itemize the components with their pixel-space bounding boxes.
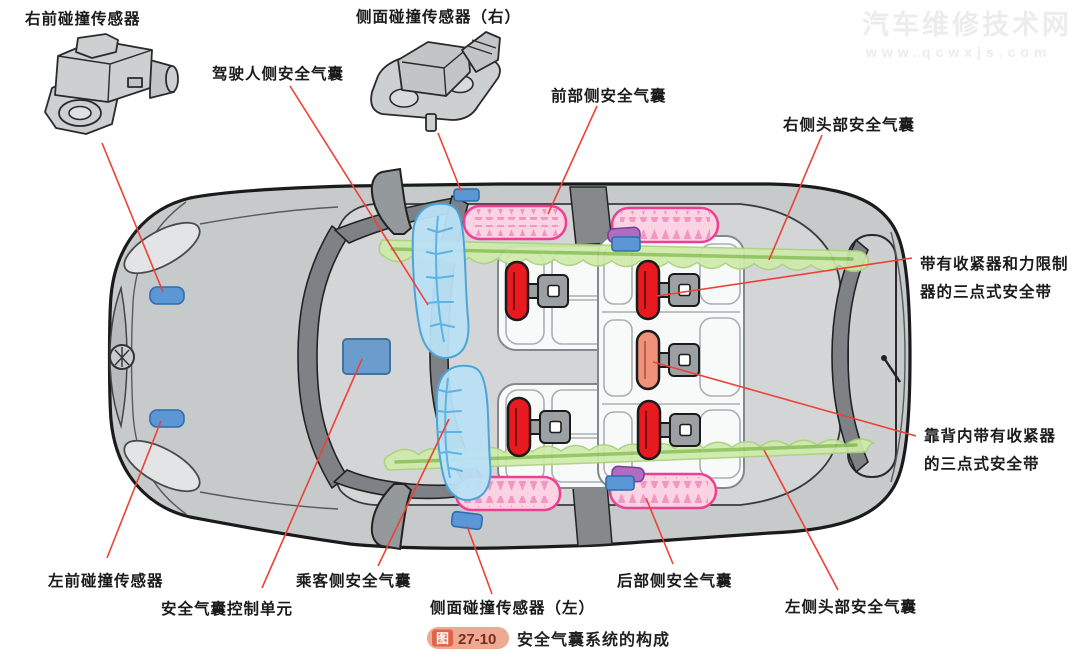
rear-left-seat-belt	[636, 399, 701, 461]
passenger-front-airbag	[435, 364, 492, 501]
driver-seat-belt	[504, 260, 569, 322]
label-rear-side-airbag: 后部侧安全气囊	[617, 571, 733, 590]
leader-passenger-airbag	[377, 418, 450, 567]
rear-spoiler-line	[890, 231, 906, 483]
rear-right-pillar-sensor	[611, 236, 641, 252]
leader-side-sensor-left	[466, 525, 493, 595]
label-driver-airbag: 驾驶人侧安全气囊	[212, 64, 344, 83]
side-crash-sensor-left	[450, 510, 484, 531]
label-airbag-control-unit: 安全气囊控制单元	[161, 599, 293, 618]
right-curtain-tube	[390, 247, 854, 261]
label-side-crash-sensor-right: 侧面碰撞传感器（右）	[356, 7, 521, 26]
watermark-site-name: 汽车维修技术网	[862, 9, 1072, 40]
car-sensors	[149, 188, 484, 531]
diagram-labels: 右前碰撞传感器 侧面碰撞传感器（右） 驾驶人侧安全气囊 前部侧安全气囊 右侧头部…	[25, 7, 1069, 618]
figure-badge-tile	[432, 629, 453, 647]
headlight-right	[123, 221, 201, 275]
b-pillar-top	[569, 186, 613, 246]
rear-left-pillar-sensor	[605, 475, 635, 491]
label-belt-pretensioner-line1: 带有收紧器和力限制	[920, 254, 1069, 273]
hood-crease-bottom	[199, 491, 339, 510]
passenger-seat-belt	[506, 396, 571, 458]
label-belt-backrest-line2: 的三点式安全带	[924, 454, 1040, 473]
rear-wiper-arm	[883, 357, 901, 383]
leader-belt-backrest	[652, 361, 917, 437]
front-airbags	[411, 202, 492, 501]
label-side-crash-sensor-left: 侧面碰撞传感器（左）	[430, 598, 595, 617]
rear-window-band	[831, 239, 869, 473]
leader-left-head-airbag	[763, 449, 839, 591]
watermark-url: www.qcwxjs.com	[865, 44, 1051, 60]
label-front-left-crash-sensor: 左前碰撞传感器	[47, 571, 164, 590]
leader-driver-airbag	[289, 85, 429, 306]
figure-title: 安全气囊系统的构成	[517, 630, 670, 649]
side-mirror-right	[370, 167, 413, 235]
leader-front-right-sensor	[101, 142, 164, 293]
rear-left-side-airbag	[608, 472, 718, 510]
label-passenger-airbag: 乘客侧安全气囊	[295, 571, 412, 590]
rear-right-seat-belt	[635, 259, 700, 321]
label-belt-pretensioner-line2: 器的三点式安全带	[919, 282, 1052, 301]
leader-lines	[101, 85, 917, 595]
leader-belt-pretensioner	[656, 257, 913, 297]
driver-front-airbag	[411, 202, 470, 359]
side-crash-sensor-illustration	[370, 31, 501, 132]
airbag-control-unit	[342, 338, 391, 375]
pillar-units	[605, 226, 645, 491]
leader-front-side-airbag	[547, 105, 598, 215]
leader-rear-side-airbag	[645, 497, 674, 565]
label-front-side-airbag: 前部侧安全气囊	[551, 86, 667, 105]
hood-crease-top	[199, 206, 339, 225]
label-front-right-crash-sensor: 右前碰撞传感器	[25, 9, 141, 28]
label-belt-backrest-line1: 靠背内带有收紧器	[924, 426, 1056, 445]
front-crash-sensor-illustration	[44, 33, 179, 135]
side-crash-sensor-right	[453, 188, 480, 202]
headlight-left	[123, 439, 201, 493]
watermark: 汽车维修技术网 www.qcwxjs.com	[862, 9, 1072, 60]
figure-tag: 图	[436, 631, 449, 646]
label-right-head-airbag: 右侧头部安全气囊	[783, 115, 915, 134]
front-left-crash-sensor	[149, 409, 185, 428]
front-right-crash-sensor	[149, 286, 185, 305]
figure-caption: 图 27-10 安全气囊系统的构成	[427, 627, 670, 649]
leader-control-unit	[261, 358, 363, 589]
figure-number: 27-10	[458, 631, 496, 648]
vw-logo-mark	[114, 347, 130, 367]
label-left-head-airbag: 左侧头部安全气囊	[784, 597, 917, 616]
front-right-side-airbag	[462, 204, 568, 241]
leader-right-head-airbag	[768, 134, 823, 261]
seat-belts	[504, 259, 701, 461]
leader-front-left-sensor	[106, 420, 162, 559]
leader-side-sensor-right	[437, 132, 462, 192]
